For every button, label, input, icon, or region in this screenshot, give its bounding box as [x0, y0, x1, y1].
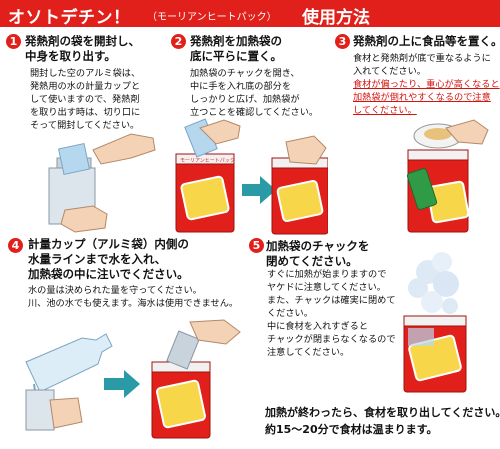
step-3-warning-line: してください。: [353, 105, 417, 116]
step-5-body-line: また、チャックは確実に閉めて: [267, 295, 396, 306]
step-2-body-line: 加熱袋のチャックを開き、: [190, 68, 300, 79]
step-1-illustration: [48, 133, 156, 233]
step-5-body-line: すぐに加熱が始まりますので: [267, 269, 387, 280]
step-2-illustration: モーリアンヒートパック: [175, 118, 328, 235]
arrow-right-icon: [242, 176, 276, 204]
can-icon: [406, 168, 438, 210]
step-5-body-line: 中に食材を入れすぎると: [267, 321, 369, 332]
step-4-body-line: 水の量は決められた量を守ってください。: [28, 285, 202, 296]
hand-icon: [445, 119, 489, 145]
step-4-heading-line: 水量ラインまで水を入れ、: [28, 252, 167, 266]
step-3-warning-line: 加熱袋が倒れやすくなるので注意: [353, 92, 491, 103]
step-2-body: 加熱袋のチャックを開き、 中に手を入れ底の部分を しっかりと広げ、加熱袋が 立つ…: [190, 67, 318, 119]
pouch-icon: [48, 142, 96, 225]
step-1-body-line: 開封した空のアルミ袋は、: [30, 68, 141, 79]
step-5-body: すぐに加熱が始まりますので ヤケドに注意してください。 また、チャックは確実に閉…: [267, 268, 396, 359]
step-1-heading: 発熱剤の袋を開封し、 中身を取り出す。: [25, 34, 140, 64]
step-1-body-line: そって開封してください。: [30, 120, 140, 131]
page-subtitle: （モーリアンヒートパック）: [147, 12, 277, 23]
step-3-warning-line: 食材が偏ったり、重心が高くなると: [353, 79, 500, 90]
pouch-icon: [271, 135, 328, 235]
step-4-heading: 計量カップ（アルミ袋）内側の 水量ラインまで水を入れ、 加熱袋の中に注いでくださ…: [28, 237, 189, 282]
pouch-icon: モーリアンヒートパック: [175, 118, 241, 233]
step-5-body-line: チャックが閉まらなくなるので: [267, 334, 396, 345]
step-2-number: 2: [171, 34, 186, 49]
step-5-heading: 加熱袋のチャックを 閉めてください。: [266, 239, 369, 269]
step-5-illustration: [403, 252, 467, 393]
step-1-heading-line: 中身を取り出す。: [25, 49, 116, 63]
steam-icon: [408, 252, 459, 314]
hand-icon: [189, 319, 241, 345]
step-2-heading-line: 発熱剤を加熱袋の: [190, 34, 282, 48]
title-bar: [0, 0, 500, 27]
step-2-body-line: 中に手を入れ底の部分を: [190, 81, 292, 92]
step-4-body-line: 川、池の水でも使えます。海水は使用できません。: [28, 298, 239, 309]
step-1-body-line: 発熱用の水の計量カップと: [30, 81, 141, 92]
step-1-heading-line: 発熱剤の袋を開封し、: [25, 34, 140, 48]
step-3-illustration: [406, 119, 489, 233]
step-3-body-line: 食材と発熱剤が底で重なるように: [353, 53, 491, 64]
step-4-number: 4: [8, 238, 23, 253]
step-5-heading-line: 加熱袋のチャックを: [266, 239, 370, 253]
step-5-heading-line: 閉めてください。: [266, 254, 358, 268]
step-1-body-line: を取り出す時は、切り口に: [30, 107, 141, 118]
step-5-body-line: ヤケドに注意してください。: [267, 282, 386, 293]
pouch-icon: [151, 330, 211, 439]
footer-line-2: 約15～20分で食材は温まります。: [265, 423, 438, 436]
step-1-body-line: して使いますので、発熱剤: [30, 94, 140, 105]
step-3-body-line: 入れてください。: [353, 66, 426, 77]
step-5-body-line: 注意してください。: [267, 347, 350, 358]
step-5-body-line: ください。: [267, 308, 313, 319]
step-4-body: 水の量は決められた量を守ってください。 川、池の水でも使えます。海水は使用できま…: [28, 284, 238, 310]
page-title-usage: 使用方法: [302, 8, 370, 28]
step-4-illustration: [25, 319, 241, 439]
step-4-heading-line: 計量カップ（アルミ袋）内側の: [28, 237, 189, 251]
step-2-heading-line: 底に平らに置く。: [190, 49, 282, 63]
footer-line-1: 加熱が終わったら、食材を取り出してください。: [265, 406, 500, 419]
pouch-icon: [25, 389, 83, 431]
step-3-number: 3: [335, 34, 350, 49]
step-1-number: 1: [6, 34, 21, 49]
pouch-icon: [403, 315, 467, 393]
page-title: オソトデチン！: [8, 8, 131, 28]
step-2-body-line: しっかりと広げ、加熱袋が: [190, 94, 300, 105]
step-3-heading: 発熱剤の上に食品等を置く。: [353, 34, 500, 48]
step-2-body-line: 立つことを確認してください。: [190, 107, 319, 118]
step-1-body: 開封した空のアルミ袋は、 発熱用の水の計量カップと して使いますので、発熱剤 を…: [30, 67, 140, 132]
step-3-body: 食材と発熱剤が底で重なるように 入れてください。 食材が偏ったり、重心が高くなる…: [353, 52, 500, 117]
step-2-heading: 発熱剤を加熱袋の 底に平らに置く。: [190, 34, 282, 64]
step-4-heading-line: 加熱袋の中に注いでください。: [28, 267, 189, 281]
pack-label: モーリアンヒートパック: [180, 158, 235, 164]
arrow-right-icon: [104, 370, 140, 398]
step-5-number: 5: [249, 238, 264, 253]
hand-icon: [60, 133, 156, 233]
